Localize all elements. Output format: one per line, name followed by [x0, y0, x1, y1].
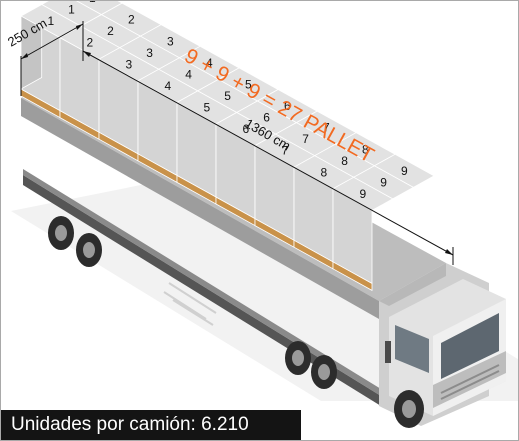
pallet-number: 9 [401, 164, 408, 178]
units-per-truck-caption: Unidades por camión: 6.210 [1, 410, 301, 440]
side-window [395, 325, 429, 373]
pallet-number: 5 [203, 100, 210, 114]
motion-lines [163, 282, 217, 326]
pallet-number: 4 [206, 56, 213, 70]
pallet-number: 7 [302, 132, 309, 146]
truck-cab [379, 263, 506, 428]
pallet: 5 [176, 90, 238, 205]
trailer-wheels [48, 216, 337, 389]
pallet-number: 2 [107, 24, 114, 38]
pallet-number: 8 [341, 154, 348, 168]
pallet-number: 7 [282, 144, 289, 158]
pallet: 9 [332, 176, 394, 292]
pallet-number: 6 [242, 122, 249, 136]
pallet-number: 9 [380, 175, 387, 189]
pallet-number: 7 [323, 121, 330, 135]
pallet: 4 [137, 68, 199, 184]
pallet-number: 6 [284, 99, 291, 113]
pallet: 3 [98, 47, 160, 162]
pallet-number: 3 [167, 34, 174, 48]
pallet-number: 1 [68, 3, 75, 17]
length-dimension [82, 43, 454, 265]
pallet-grid: 1 2 3 4 5 6 7 8 9 1 2 3 4 5 6 7 8 9 1 2 3 4 5 6 7 8 9 [20, 1, 435, 292]
pallet-number: 4 [185, 67, 192, 81]
pallet-number: 8 [362, 142, 369, 156]
pallet: 7 [254, 133, 316, 248]
pallet-number: 2 [86, 36, 93, 50]
pallet-number: 1 [89, 1, 96, 5]
pallet-number: 1 [48, 14, 55, 28]
pallet-number: 3 [146, 46, 153, 60]
pallet-number: 8 [321, 165, 328, 179]
pallet-number: 9 [360, 187, 367, 201]
pallet-number: 6 [263, 111, 270, 125]
pallet: 1 [20, 3, 82, 119]
mirror [385, 341, 391, 363]
pallet-number: 2 [128, 13, 135, 27]
pallet-number: 5 [245, 77, 252, 91]
pallet-number: 3 [125, 57, 132, 71]
windshield [441, 313, 499, 379]
pallet-number: 4 [164, 79, 171, 93]
pallet-number: 5 [224, 89, 231, 103]
